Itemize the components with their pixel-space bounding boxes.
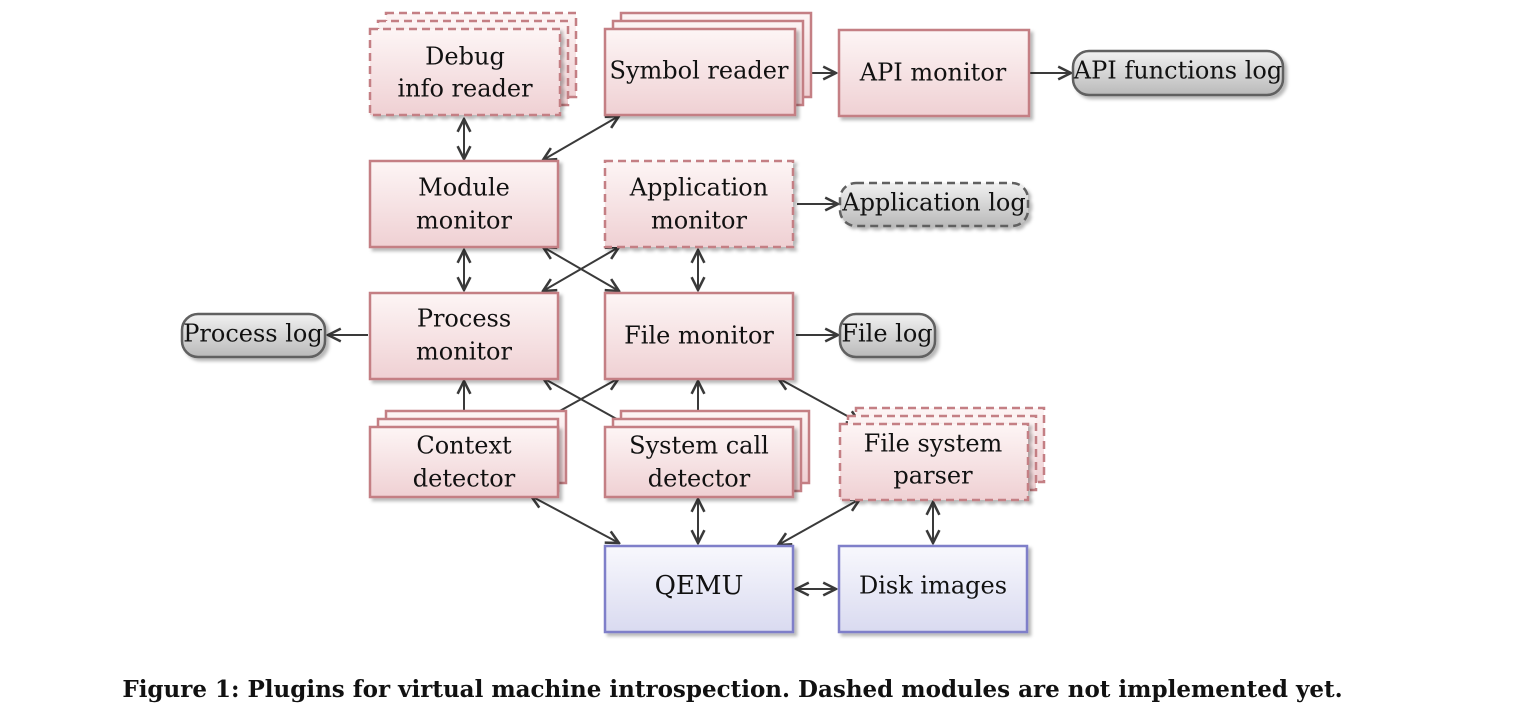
api-functions-log-node: API functions log <box>1071 49 1285 97</box>
system-call-detector-label-2: detector <box>648 465 751 493</box>
system-call-detector-node: System call detector <box>603 409 811 499</box>
system-call-detector-label-1: System call <box>629 432 769 460</box>
edge-fsparser-qemu <box>778 499 860 545</box>
context-detector-label-2: detector <box>413 465 516 493</box>
edge-appmon-process <box>543 247 619 291</box>
process-monitor-label-1: Process <box>417 305 511 333</box>
file-system-parser-label-1: File system <box>864 430 1003 458</box>
file-system-parser-node: File system parser <box>838 406 1046 502</box>
module-monitor-label-2: monitor <box>416 207 512 235</box>
file-monitor-node: File monitor <box>603 291 795 381</box>
process-monitor-label-2: monitor <box>416 338 512 366</box>
disk-images-label: Disk images <box>859 572 1007 600</box>
qemu-label: QEMU <box>655 571 744 601</box>
figure-caption: Figure 1: Plugins for virtual machine in… <box>122 676 1343 703</box>
file-system-parser-label-2: parser <box>893 462 973 490</box>
api-monitor-node: API monitor <box>837 28 1031 118</box>
edge-symbol-module <box>543 116 619 160</box>
debug-info-reader-label-1: Debug <box>425 43 505 71</box>
symbol-reader-node: Symbol reader <box>603 11 813 117</box>
symbol-reader-label: Symbol reader <box>610 57 789 85</box>
edge-context-qemu <box>531 496 619 543</box>
api-functions-log-label: API functions log <box>1073 57 1283 85</box>
disk-images-node: Disk images <box>837 544 1029 634</box>
edge-file-fsparser <box>778 378 860 423</box>
process-monitor-node: Process monitor <box>368 291 560 381</box>
application-monitor-label-2: monitor <box>651 207 747 235</box>
file-log-node: File log <box>838 312 937 359</box>
qemu-node: QEMU <box>603 544 795 634</box>
application-monitor-label-1: Application <box>629 174 768 202</box>
module-monitor-node: Module monitor <box>368 159 560 249</box>
application-log-label: Application log <box>841 189 1026 217</box>
context-detector-label-1: Context <box>416 432 512 460</box>
process-log-node: Process log <box>180 312 327 359</box>
application-log-node: Application log <box>838 181 1030 228</box>
file-monitor-label: File monitor <box>624 322 774 350</box>
module-monitor-label-1: Module <box>418 174 510 202</box>
file-log-label: File log <box>841 320 932 348</box>
debug-info-reader-node: Debug info reader <box>368 11 578 117</box>
context-detector-node: Context detector <box>368 409 568 499</box>
application-monitor-node: Application monitor <box>603 159 795 249</box>
api-monitor-label: API monitor <box>859 59 1007 87</box>
debug-info-reader-label-2: info reader <box>397 75 533 103</box>
process-log-label: Process log <box>183 320 322 348</box>
